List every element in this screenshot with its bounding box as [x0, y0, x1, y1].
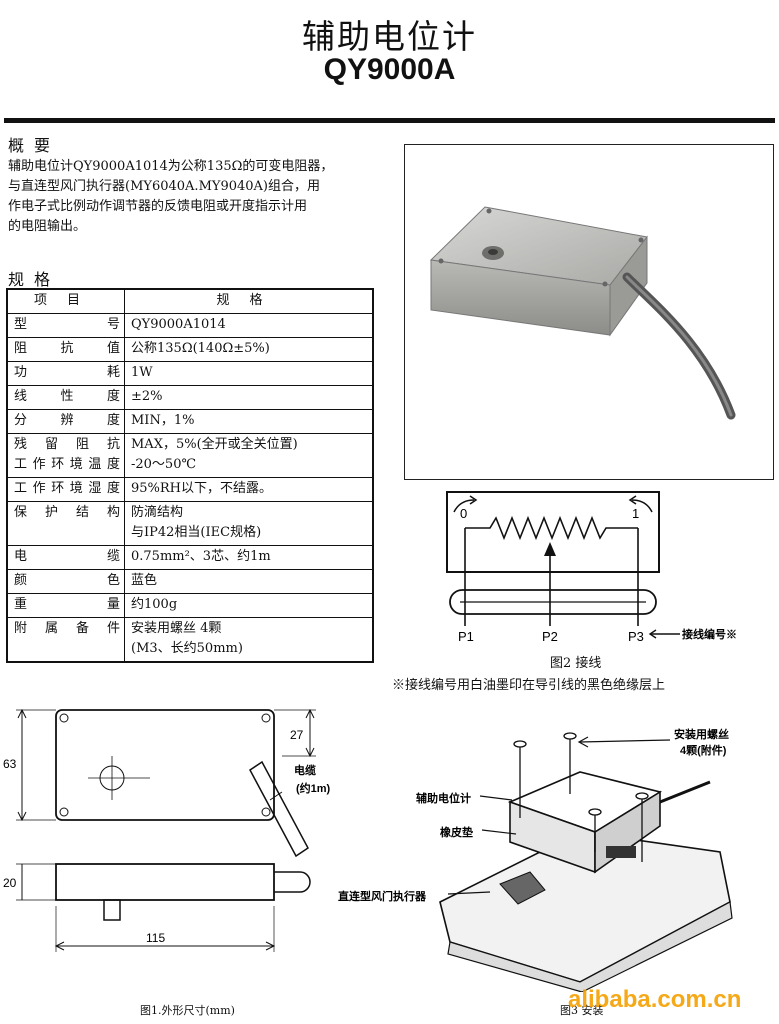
row-key: 分辨度 [6, 409, 125, 434]
dim-115: 115 [146, 931, 165, 945]
row-value: MAX，5%(全开或全关位置) -20～50℃ [124, 433, 374, 478]
col-header-spec: 规格 [124, 288, 374, 314]
potentiometer-illustration [429, 206, 736, 420]
row-value: 约100g [124, 593, 374, 618]
terminal-p3: P3 [628, 629, 644, 644]
row-value: 安装用螺丝 4颗 (M3、长约50mm) [124, 617, 374, 663]
row-value: 防滴结构与IP42相当(IEC规格) [124, 501, 374, 546]
table-row: 阻抗值公称135Ω(140Ω±5%) [6, 337, 374, 362]
header-rule [4, 118, 775, 123]
col-header-item: 项目 [6, 288, 125, 314]
row-key: 颜色 [6, 569, 125, 594]
row-value: 95%RH以下，不结露。 [124, 477, 374, 502]
table-row: 颜色蓝色 [6, 569, 374, 594]
dim-20: 20 [3, 876, 17, 890]
table-header-row: 项目 规格 [6, 288, 374, 314]
row-value: QY9000A1014 [124, 313, 374, 338]
figure2-caption: 图2 接线 [550, 656, 602, 671]
pot-label: 辅助电位计 [416, 791, 471, 805]
dim-63: 63 [3, 757, 17, 771]
screws-label: 安装用螺丝 [674, 727, 729, 741]
row-value: 1W [124, 361, 374, 386]
row-key: 残留阻抗工作环境温度 [6, 433, 125, 478]
table-row: 保护结构 防滴结构与IP42相当(IEC规格) [6, 501, 374, 546]
row-value-line: 与IP42相当(IEC规格) [131, 525, 262, 540]
table-row: 残留阻抗工作环境温度 MAX，5%(全开或全关位置) -20～50℃ [6, 433, 374, 478]
row-value: MIN，1% [124, 409, 374, 434]
spec-heading: 规格 [8, 270, 61, 289]
terminal-p2: P2 [542, 629, 558, 644]
wiring-diagram: 0 1 P1 P2 P3 接线编号※ [446, 491, 737, 644]
row-key: 型号 [6, 313, 125, 338]
page-title: 辅助电位计 [302, 17, 477, 56]
row-value: 蓝色 [124, 569, 374, 594]
row-key: 工作环境湿度 [6, 477, 125, 502]
overview-line: 与直连型风门执行器(MY6040A.MY9040A)组合，用 [8, 179, 321, 194]
row-key: 保护结构 [6, 501, 125, 546]
row-key: 电缆 [6, 545, 125, 570]
row-value-line: (M3、长约50mm) [131, 641, 243, 656]
actuator-label: 直连型风门执行器 [338, 889, 427, 903]
figure3-caption: 图3 安装 [560, 1004, 604, 1017]
row-key: 阻抗值 [6, 337, 125, 362]
row-key-line: 残留阻抗 [14, 437, 120, 452]
row-key: 重量 [6, 593, 125, 618]
row-value-line: MAX，5%(全开或全关位置) [131, 437, 298, 452]
overview-line: 辅助电位计QY9000A1014为公称135Ω的可变电阻器， [8, 159, 334, 174]
wiring-footnote: ※接线编号用白油墨印在导引线的黑色绝缘层上 [392, 678, 666, 693]
row-value: ±2% [124, 385, 374, 410]
overview-heading: 概要 [8, 136, 61, 155]
screws-count-label: 4颗(附件) [680, 743, 727, 757]
row-key: 线性度 [6, 385, 125, 410]
overview-line: 的电阻输出。 [8, 219, 87, 234]
table-row: 附属备件 安装用螺丝 4颗 (M3、长约50mm) [6, 617, 374, 663]
row-value: 公称135Ω(140Ω±5%) [124, 337, 374, 362]
watermark: alibaba.com.cn [568, 986, 742, 1013]
wire-number-note: 接线编号※ [682, 627, 737, 641]
row-value: 0.75mm²、3芯、约1m [124, 545, 374, 570]
table-row: 线性度±2% [6, 385, 374, 410]
row-value-line: 安装用螺丝 4颗 [131, 621, 222, 636]
model-title: QY9000A [323, 53, 456, 86]
label-zero: 0 [460, 506, 467, 521]
cable-length-label: (约1m) [296, 781, 331, 795]
dimension-drawing: 63 27 电缆 (约1m) 20 115 [3, 708, 331, 952]
row-value-line: -20～50℃ [131, 457, 197, 472]
table-row: 重量约100g [6, 593, 374, 618]
dim-27: 27 [290, 728, 304, 742]
row-key: 功耗 [6, 361, 125, 386]
installation-drawing: 安装用螺丝 4颗(附件) 辅助电位计 橡皮垫 直连型风门执行器 [338, 727, 733, 992]
overview-paragraph: 辅助电位计QY9000A1014为公称135Ω的可变电阻器， 与直连型风门执行器… [8, 157, 378, 237]
row-key-line: 工作环境温度 [14, 457, 120, 472]
label-one: 1 [632, 506, 639, 521]
figure1-caption: 图1.外形尺寸(mm) [140, 1004, 235, 1017]
overview-line: 作电子式比例动作调节器的反馈电阻或开度指示计用 [8, 199, 308, 214]
row-value-line: 防滴结构 [131, 505, 184, 520]
cable-label: 电缆 [294, 763, 316, 777]
product-photo [404, 144, 774, 480]
pad-label: 橡皮垫 [440, 825, 473, 839]
terminal-p1: P1 [458, 629, 474, 644]
row-key: 附属备件 [6, 617, 125, 663]
